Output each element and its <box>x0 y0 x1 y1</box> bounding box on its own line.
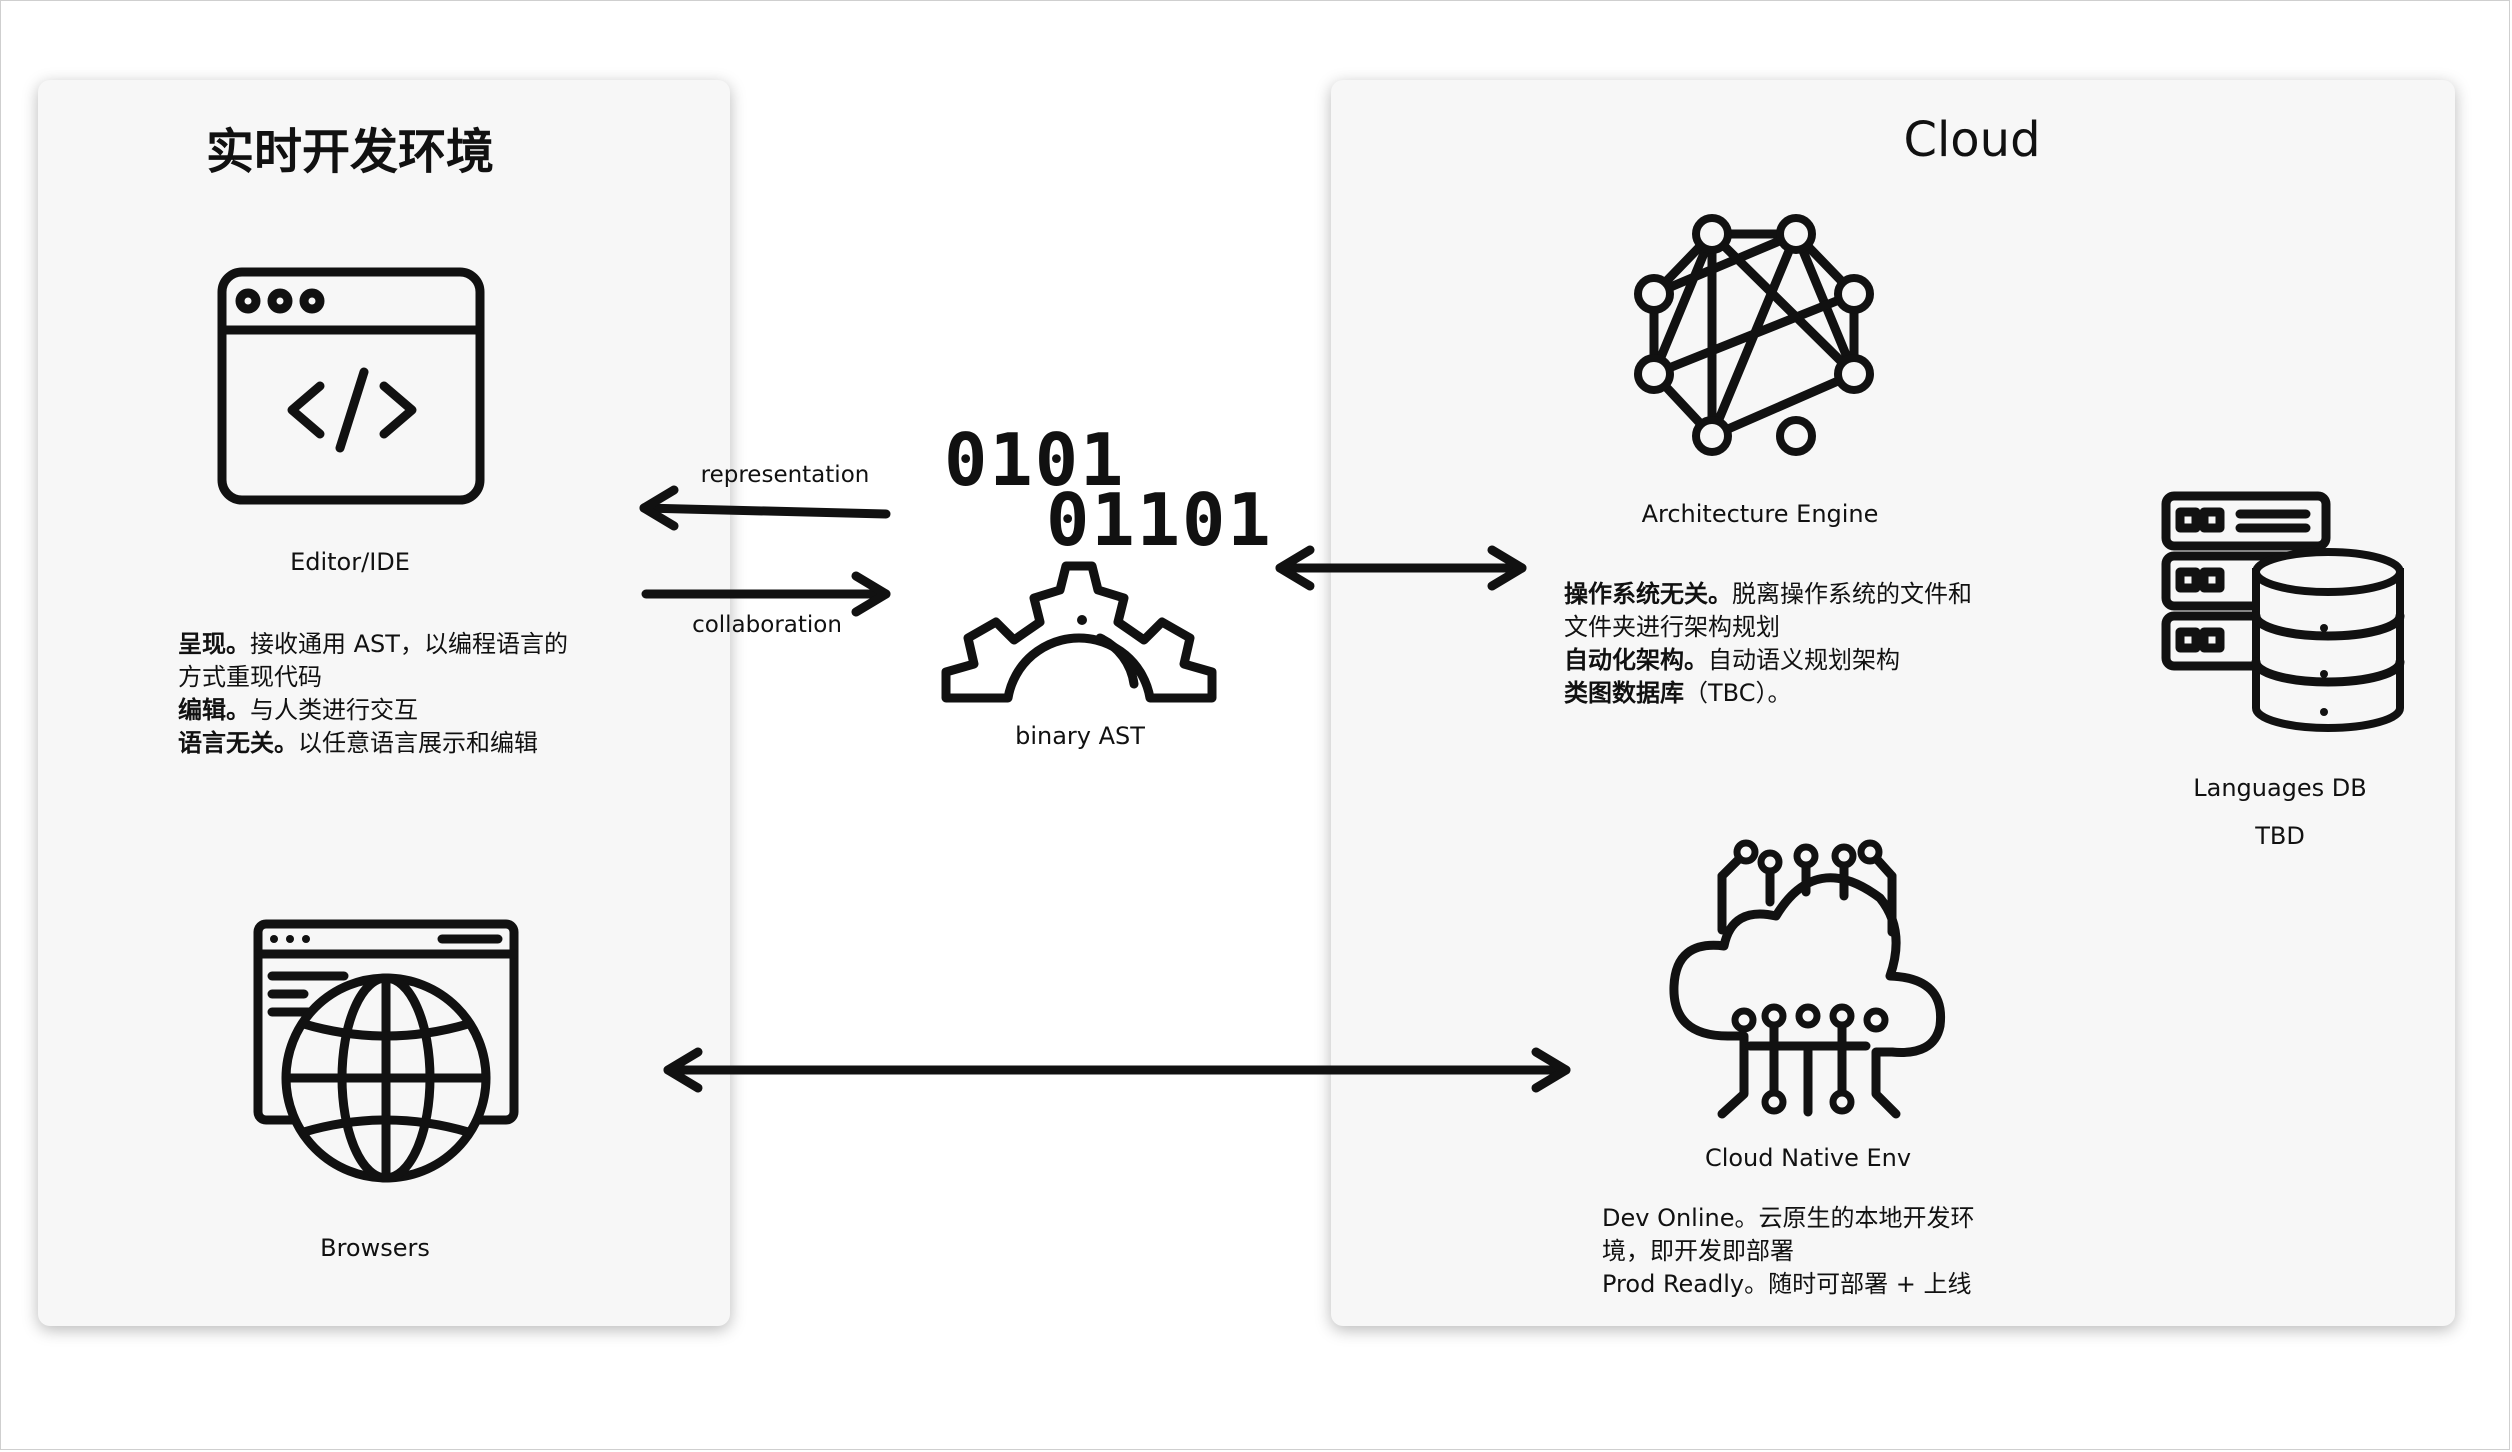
cloud-panel-title: Cloud <box>1903 112 2041 168</box>
collaboration-label: collaboration <box>692 612 842 638</box>
editor-desc-line-4: 语言无关。以任意语言展示和编辑 <box>178 729 538 757</box>
browsers-label: Browsers <box>320 1234 430 1262</box>
architecture-description: 操作系统无关。脱离操作系统的文件和 文件夹进行架构规划 自动化架构。自动语义规划… <box>1564 578 1972 710</box>
cloud-native-env-label: Cloud Native Env <box>1704 1144 1912 1172</box>
left-panel-title: 实时开发环境 <box>205 124 494 180</box>
editor-desc-line-2: 方式重现代码 <box>178 663 322 691</box>
cloud-native-desc-line-3: Prod Readly。随时可部署 + 上线 <box>1602 1270 1972 1298</box>
architecture-desc-line-4: 类图数据库（TBC）。 <box>1564 679 1792 707</box>
architecture-engine-label: Architecture Engine <box>1641 500 1879 528</box>
editor-desc-line-3: 编辑。与人类进行交互 <box>178 696 418 724</box>
binary-bottom-text: 01101 <box>1046 478 1273 562</box>
editor-desc-line-1: 呈现。接收通用 AST，以编程语言的 <box>178 630 568 658</box>
cloud-native-desc-line-1: Dev Online。云原生的本地开发环 <box>1602 1204 1975 1232</box>
binary-top-text: 0101 <box>944 418 1126 502</box>
binary-ast-label: binary AST <box>1015 722 1145 750</box>
browser-globe-icon <box>253 919 519 1183</box>
cloud-native-desc-line-2: 境，即开发即部署 <box>1602 1237 1794 1265</box>
network-graph-icon <box>1634 214 1874 456</box>
architecture-desc-line-1: 操作系统无关。脱离操作系统的文件和 <box>1564 580 1972 608</box>
code-window-icon <box>217 267 485 505</box>
architecture-desc-line-3: 自动化架构。自动语义规划架构 <box>1564 646 1900 674</box>
cloud-native-description: Dev Online。云原生的本地开发环 境，即开发即部署 Prod Readl… <box>1602 1202 1975 1301</box>
architecture-desc-line-2: 文件夹进行架构规划 <box>1564 613 1780 641</box>
editor-ide-label: Editor/IDE <box>290 548 410 576</box>
languages-db-label: Languages DB <box>2193 774 2367 802</box>
editor-description: 呈现。接收通用 AST，以编程语言的 方式重现代码 编辑。与人类进行交互 语言无… <box>178 628 568 760</box>
database-server-icon <box>2161 491 2405 732</box>
binary-gear-icon <box>941 561 1217 703</box>
cloud-circuit-icon <box>1669 839 1946 1119</box>
languages-db-tbd: TBD <box>2255 822 2305 850</box>
representation-label: representation <box>700 462 870 488</box>
